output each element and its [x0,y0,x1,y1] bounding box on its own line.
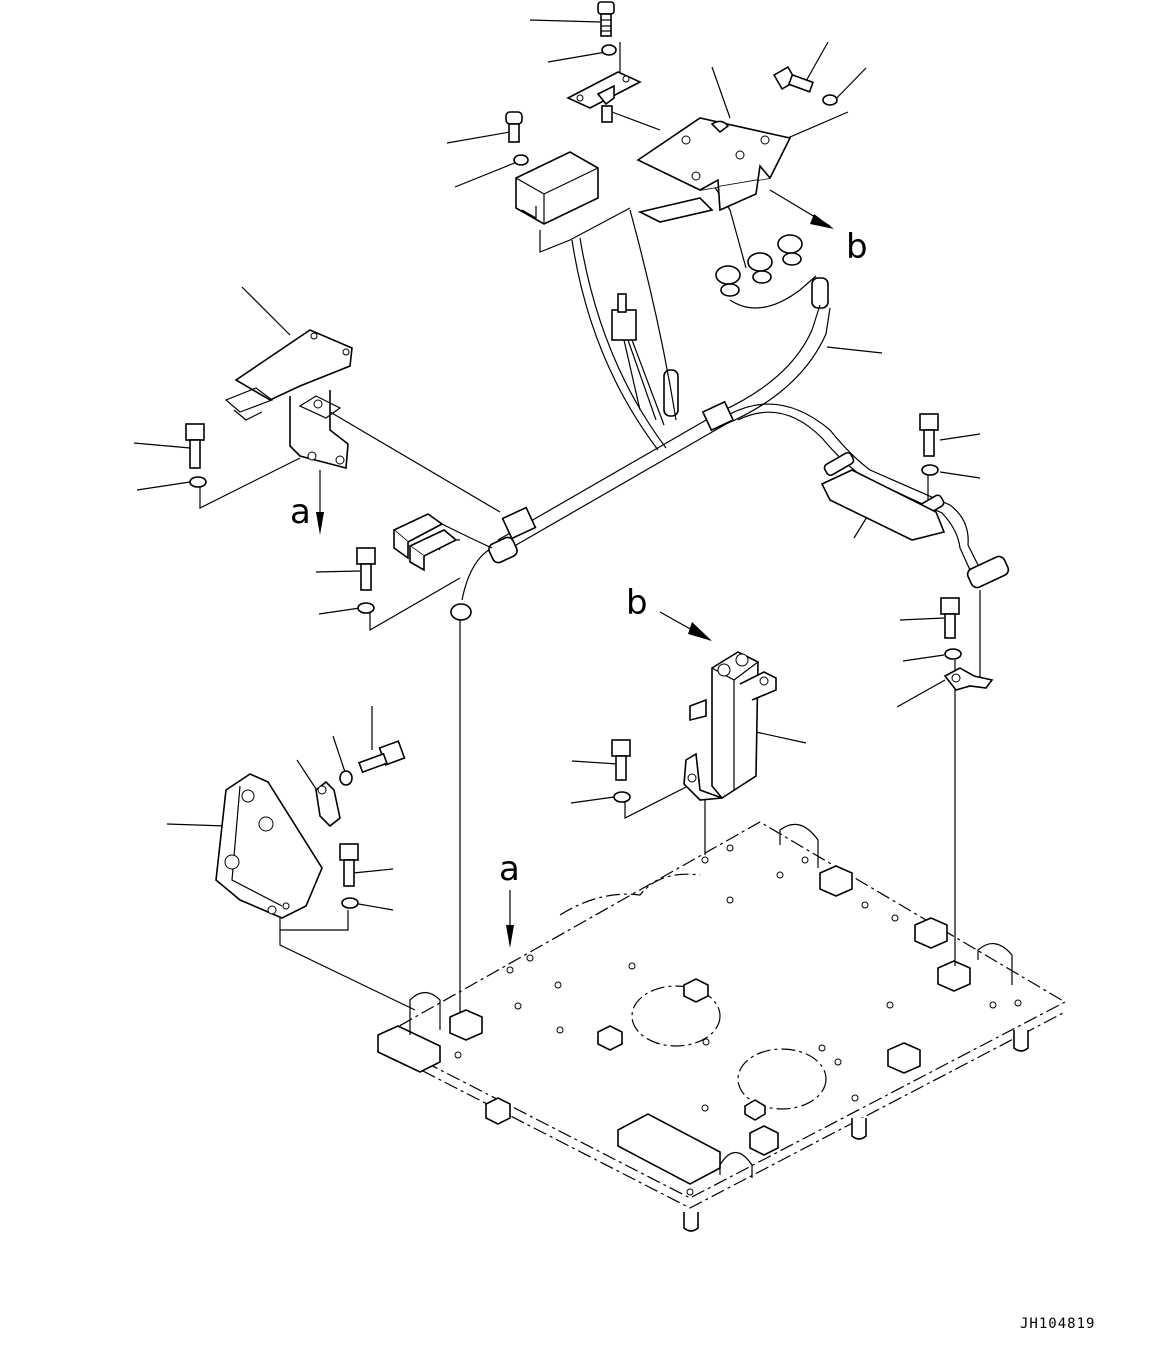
bracket-b [683,651,777,801]
top-plate-small [566,71,642,123]
arrow-b-top [769,189,834,229]
relay-box [515,151,599,225]
bolt-3 [772,65,815,93]
u-handle-1 [409,991,441,1035]
bolt-8 [611,739,631,781]
gusset-plate [215,773,341,919]
bolt-top [597,1,615,37]
switch-assembly [611,293,679,426]
washer [921,464,939,476]
plate-bar [617,1113,721,1185]
plate-nuts [449,865,971,1156]
plate-legs [683,1030,1029,1232]
clip-right [943,667,994,691]
bolt-4 [185,423,205,469]
washer [613,791,631,803]
u-handle-2 [779,823,819,868]
floor-plate [376,821,1067,1232]
plate-holes [454,844,1022,1196]
bolt-10 [358,740,406,774]
bolt-6 [356,547,376,591]
washer [601,44,617,56]
arrow-a-bottom [506,890,514,948]
bracket-a [224,329,353,470]
u-handle-3 [977,943,1013,985]
drawing-number: JH104819 [1020,1316,1096,1332]
top-bracket-b [636,117,792,223]
plate-bar-left [377,1025,441,1073]
washer [822,94,838,106]
arrow-b-bracket [659,611,712,641]
view-label-b-bracket: b [626,583,648,623]
washer [341,897,359,909]
view-label-a-top: a [290,492,311,532]
terminal-knobs [715,234,829,309]
washer [339,770,353,786]
washer [944,648,962,660]
wire-harness [392,209,1010,621]
washer [513,154,529,166]
bolt-2 [505,111,523,143]
washer [189,476,207,488]
u-handle-4 [719,1151,753,1178]
bolt-5 [919,413,939,457]
bolt-7 [940,597,960,639]
view-label-b-top: b [846,227,868,267]
arrow-a-top [316,470,324,535]
washer [357,602,375,614]
view-label-a-bottom: a [499,849,520,889]
connector-plugs [392,513,493,572]
ring-terminal [450,603,472,621]
bolt-9 [339,843,359,887]
bolts [185,1,962,909]
